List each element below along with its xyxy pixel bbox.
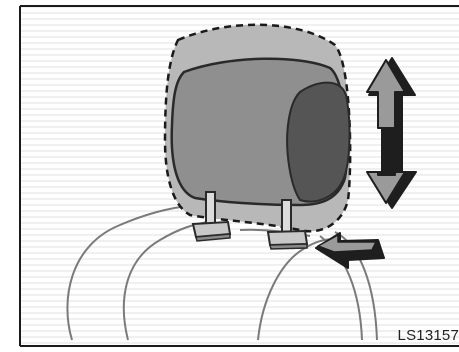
figure-code-label: LS13157 bbox=[398, 327, 459, 344]
headrest bbox=[172, 59, 350, 205]
headrest-side-panel bbox=[287, 83, 349, 202]
